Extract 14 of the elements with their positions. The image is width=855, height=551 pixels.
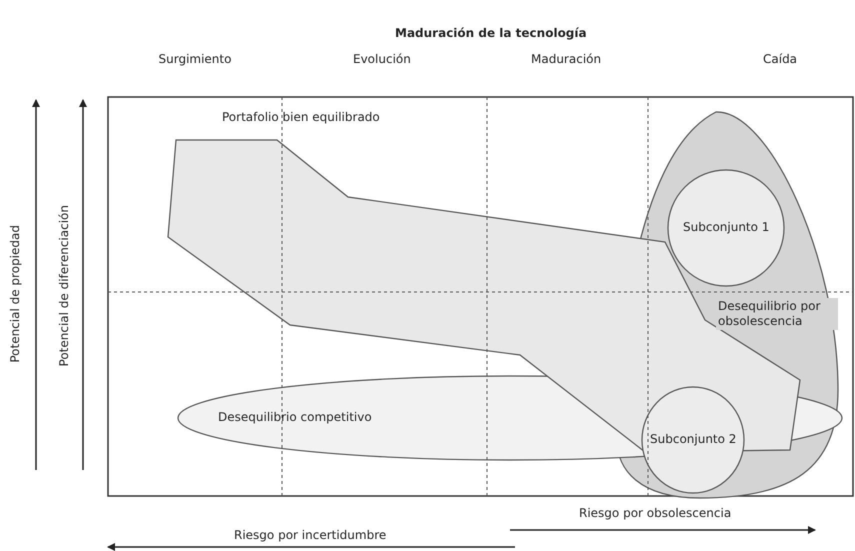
region-label: Subconjunto 1 [683, 220, 770, 235]
region-label: Portafolio bien equilibrado [222, 110, 380, 125]
phase-label: Evolución [353, 52, 411, 67]
region-label: Desequilibrio competitivo [218, 410, 372, 425]
chart-title: Maduración de la tecnología [395, 26, 587, 41]
region-label: Desequilibrio por obsolescencia [716, 298, 838, 330]
axis-label: Potencial de propiedad [8, 225, 23, 363]
axis-label: Riesgo por obsolescencia [579, 506, 732, 521]
phase-label: Caída [763, 52, 798, 67]
phase-label: Surgimiento [158, 52, 232, 67]
axis-label: Potencial de diferenciación [57, 205, 72, 366]
axis-label: Riesgo por incertidumbre [234, 528, 386, 543]
phase-label: Maduración [531, 52, 602, 67]
region-label: Subconjunto 2 [650, 432, 736, 447]
